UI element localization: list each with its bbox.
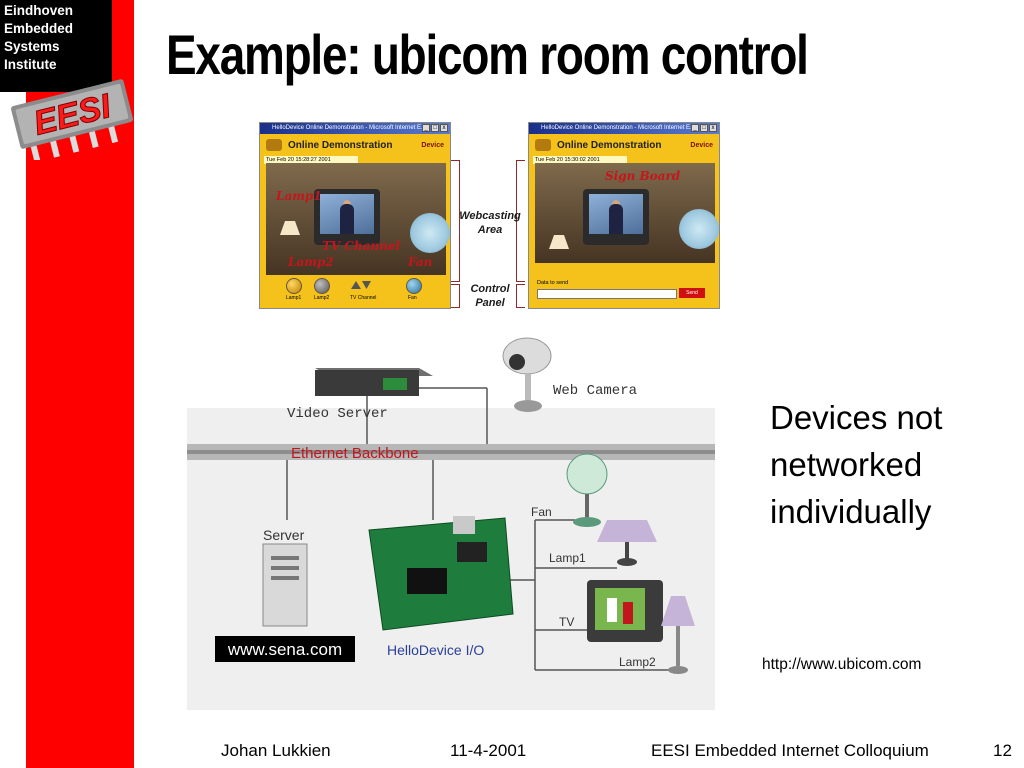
side-note-line: networked — [770, 446, 923, 483]
footer-event: EESI Embedded Internet Colloquium — [651, 741, 929, 760]
hellodevice-board — [368, 516, 514, 631]
demo-window-right: HelloDevice Online Demonstration - Micro… — [528, 122, 720, 309]
send-button[interactable]: Send — [679, 288, 705, 298]
side-note-line: individually — [770, 493, 932, 530]
page-number: 12 — [993, 741, 1012, 760]
demo-header: Online Demonstration Device — [529, 134, 719, 156]
tv-channel-arrows-icon[interactable] — [350, 280, 372, 290]
source-link[interactable]: http://www.ubicom.com — [762, 656, 922, 673]
footer-date: 11-4-2001 — [450, 741, 527, 760]
institute-line: Systems — [4, 39, 60, 54]
control-label: Lamp1 — [286, 295, 302, 301]
fan-device — [566, 453, 608, 527]
fan-image — [410, 213, 450, 253]
sena-url-label: www.sena.com — [227, 640, 342, 659]
callout-line: Panel — [475, 297, 505, 309]
fan-toggle-button[interactable] — [406, 278, 422, 294]
lamp-image — [280, 221, 300, 235]
device-label-fan: Fan — [531, 505, 552, 519]
annotation-tv-channel: TV Channel — [322, 239, 401, 253]
window-title: HelloDevice Online Demonstration - Micro… — [541, 125, 696, 131]
window-titlebar: HelloDevice Online Demonstration - Micro… — [529, 123, 719, 134]
web-camera-device — [502, 337, 552, 412]
timestamp: Tue Feb 20 15:28:27 2001 — [264, 156, 358, 164]
close-button[interactable]: x — [440, 124, 448, 132]
callout-webcasting: Webcasting Area — [452, 209, 528, 237]
demo-heading: Online Demonstration — [557, 139, 662, 151]
annotation-lamp1: Lamp1 — [276, 189, 322, 203]
institute-line: Embedded — [4, 21, 74, 36]
lamp-logo-icon — [535, 139, 551, 151]
institute-logo: Eindhoven Embedded Systems Institute — [0, 0, 112, 92]
tv-image — [314, 189, 380, 245]
institute-name: Eindhoven Embedded Systems Institute — [4, 2, 108, 74]
right-bracket-control — [516, 284, 525, 308]
device-label-lamp2: Lamp2 — [619, 655, 656, 669]
web-camera-label: Web Camera — [553, 383, 637, 399]
callout-line: Webcasting — [459, 210, 521, 222]
control-label: TV Channel — [350, 295, 377, 301]
backbone-label: Ethernet Backbone — [291, 445, 419, 462]
lamp1-device — [597, 520, 657, 566]
send-data-input[interactable] — [537, 289, 677, 299]
lamp-logo-icon — [266, 139, 282, 151]
demo-header: Online Demonstration Device — [260, 134, 450, 156]
control-label: Lamp2 — [314, 295, 330, 301]
right-bracket-webcast — [516, 160, 525, 282]
device-label-lamp1: Lamp1 — [549, 551, 586, 565]
device-brand: Device — [421, 141, 444, 149]
server-tower — [262, 543, 308, 627]
network-diagram: Video Server Web Camera Ethernet Backbon… — [187, 337, 715, 710]
callout-line: Area — [477, 224, 503, 236]
close-button[interactable]: x — [709, 124, 717, 132]
institute-line: Eindhoven — [4, 3, 74, 18]
side-note: Devices not networked individually — [770, 394, 942, 535]
lamp2-device — [661, 596, 695, 674]
video-server-device — [315, 368, 433, 396]
side-note-line: Devices not — [770, 399, 943, 436]
left-bracket-webcast — [451, 160, 460, 282]
webcam-view: Lamp1 TV Channel Lamp2 Fan — [266, 163, 450, 275]
minimize-button[interactable]: _ — [691, 124, 699, 132]
institute-line: Institute — [4, 57, 57, 72]
window-titlebar: HelloDevice Online Demonstration - Micro… — [260, 123, 450, 134]
hellodevice-label: HelloDevice I/O — [387, 642, 484, 658]
lamp1-toggle-button[interactable] — [286, 278, 302, 294]
control-panel: Lamp1 Lamp2 TV Channel Fan — [266, 278, 446, 304]
send-panel: Data to send Send — [535, 280, 715, 300]
server-label: Server — [263, 527, 305, 543]
annotation-sign-board: Sign Board — [605, 169, 681, 183]
eesi-chip-logo: EESI — [11, 79, 133, 160]
sena-banner — [215, 636, 355, 662]
annotation-lamp2: Lamp2 — [288, 255, 334, 269]
timestamp: Tue Feb 20 15:30:02 2001 — [533, 156, 627, 164]
window-title: HelloDevice Online Demonstration - Micro… — [272, 125, 427, 131]
send-label: Data to send — [537, 280, 569, 286]
lamp-image — [549, 235, 569, 249]
tv-device — [587, 580, 663, 642]
lamp2-toggle-button[interactable] — [314, 278, 330, 294]
left-bracket-control — [451, 284, 460, 308]
annotation-fan: Fan — [408, 255, 433, 269]
fan-image — [679, 209, 719, 249]
demo-heading: Online Demonstration — [288, 139, 393, 151]
device-label-tv: TV — [559, 615, 574, 629]
minimize-button[interactable]: _ — [422, 124, 430, 132]
video-server-label: Video Server — [287, 406, 388, 422]
control-label: Fan — [408, 295, 417, 301]
maximize-button[interactable]: □ — [431, 124, 439, 132]
callout-line: Control — [470, 283, 510, 295]
callout-control-panel: Control Panel — [452, 282, 528, 310]
footer-author: Johan Lukkien — [221, 741, 331, 760]
demo-window-left: HelloDevice Online Demonstration - Micro… — [259, 122, 451, 309]
maximize-button[interactable]: □ — [700, 124, 708, 132]
slide-title: Example: ubicom room control — [166, 23, 809, 86]
device-brand: Device — [690, 141, 713, 149]
webcam-view: Sign Board — [535, 163, 719, 263]
tv-image — [583, 189, 649, 245]
